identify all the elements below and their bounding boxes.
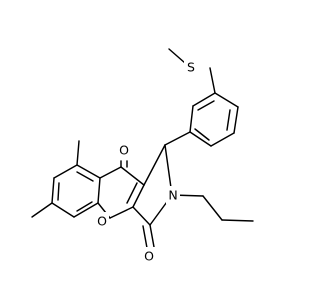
bond-c3a-o bbox=[109, 206, 134, 219]
bond-bz-inner-2 bbox=[57, 182, 60, 201]
ring-oxygen-label: O bbox=[97, 214, 107, 229]
molecule-structure: O O O N S bbox=[31, 48, 254, 265]
bond-ph-inner-3 bbox=[197, 100, 215, 111]
bond-c9a-c3a bbox=[132, 184, 145, 208]
bond-methyl-6 bbox=[31, 202, 53, 218]
ketone-oxygen-label: O bbox=[119, 143, 129, 158]
lactam-oxygen-label: O bbox=[144, 249, 154, 264]
bond-c9a-c3a-inner bbox=[126, 182, 138, 204]
bond-bz-inner-1 bbox=[76, 171, 94, 182]
bond-lactam-co-b bbox=[142, 225, 148, 249]
bond-ph-3 bbox=[210, 132, 235, 147]
bond-ph-6 bbox=[192, 92, 216, 107]
atom-label-layer: O O O N S bbox=[95, 58, 198, 265]
ketone-oxygen: O bbox=[117, 141, 131, 159]
ring-nitrogen: N bbox=[166, 186, 180, 204]
bond-methyl-8 bbox=[76, 140, 80, 166]
bond-ph-inner-1 bbox=[226, 109, 231, 131]
bond-bz-4 bbox=[51, 202, 75, 218]
bond-bz-2 bbox=[53, 164, 78, 179]
bond-ch-c9a bbox=[143, 144, 166, 186]
bond-c4a-c8a bbox=[97, 177, 101, 204]
bond-ph-5 bbox=[189, 105, 194, 133]
bond-ph-inner-2 bbox=[194, 128, 210, 141]
bond-lactam-co-a bbox=[149, 224, 155, 248]
sulfur-atom-label: S bbox=[187, 60, 195, 75]
ring-oxygen: O bbox=[95, 212, 109, 230]
bond-bz-1 bbox=[76, 164, 101, 179]
sulfur-atom: S bbox=[184, 58, 198, 76]
bond-ch3-s bbox=[168, 48, 186, 64]
bond-ph-2 bbox=[233, 106, 239, 134]
bond-co-c3a bbox=[132, 206, 151, 226]
bond-s-aryl bbox=[209, 67, 216, 94]
bond-ph-1 bbox=[214, 92, 239, 108]
ring-nitrogen-label: N bbox=[168, 188, 177, 203]
bond-propyl-2 bbox=[202, 195, 223, 221]
bond-bz-5 bbox=[73, 202, 99, 218]
bond-layer bbox=[31, 48, 254, 249]
lactam-oxygen: O bbox=[142, 247, 156, 265]
bond-c8a-c9 bbox=[99, 166, 122, 179]
bond-ph-4 bbox=[189, 131, 212, 147]
bond-bz-3 bbox=[51, 177, 55, 204]
bond-c9-c9a bbox=[120, 166, 145, 186]
bond-propyl-3 bbox=[221, 219, 254, 222]
bond-aryl-ch bbox=[164, 131, 191, 146]
bond-bz-inner-3 bbox=[76, 201, 93, 212]
